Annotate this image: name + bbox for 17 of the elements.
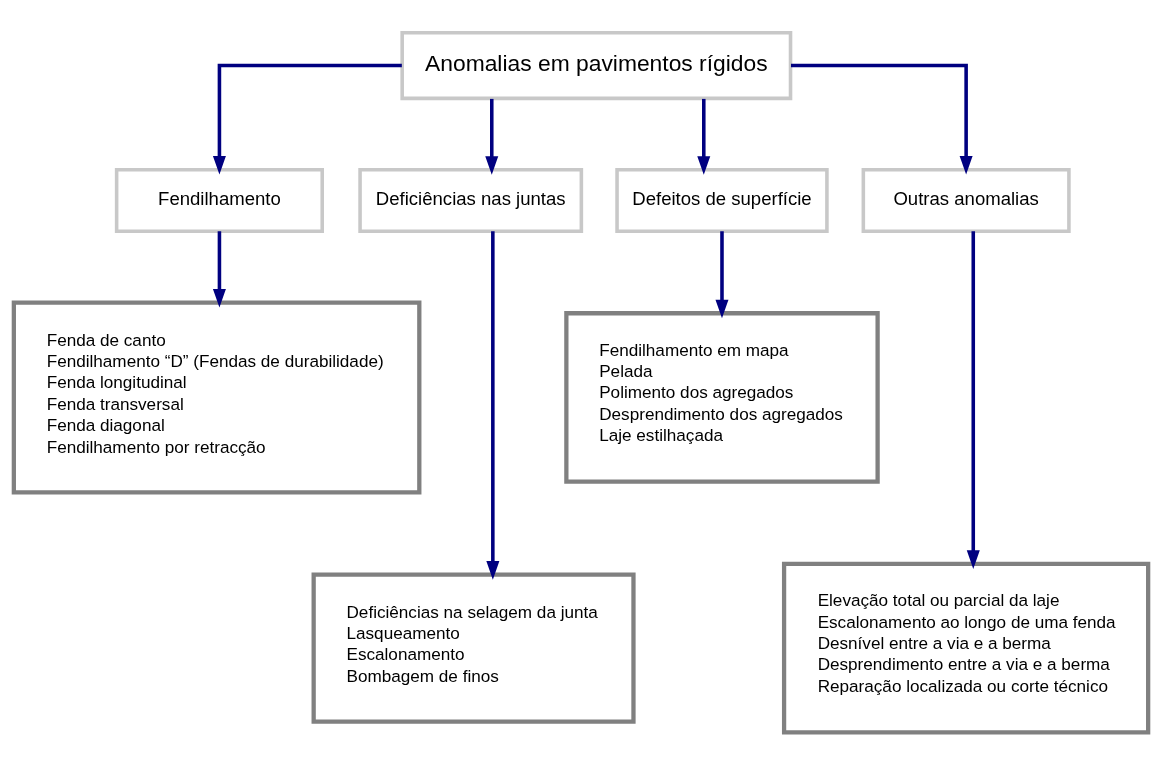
node-box: Fendilhamento em mapa Pelada Polimento dos agregados Desprendimento dos agregados Laje estilhaçada (564, 310, 880, 484)
node-box: Deficiências nas juntas (358, 167, 584, 233)
arrow (212, 63, 402, 175)
arrow (697, 98, 711, 175)
arrow (791, 63, 973, 175)
arrow (212, 230, 226, 308)
node-box: Deficiências na selagem da junta Lasqueamento Escalonamento Bombagem de finos (311, 571, 636, 724)
node-box: Defeitos de superfície (615, 167, 829, 233)
node-box: Fenda de canto Fendilhamento “D” (Fendas de durabilidade) Fenda longitudinal Fenda transversal Fenda diagonal Fendilhamento por retracção (11, 299, 422, 495)
node-box: Anomalias em pavimentos rígidos (400, 30, 793, 100)
node-box: Outras anomalias (861, 167, 1071, 233)
arrow (966, 230, 980, 569)
arrow (485, 98, 499, 175)
arrow (715, 230, 729, 318)
node-box: Elevação total ou parcial da laje Escalonamento ao longo de uma fenda Desnível entre a via e a berma Desprendimento entre a via e a berma Reparação localizada ou corte técnico (781, 561, 1151, 734)
node-box: Fendilhamento (114, 167, 324, 233)
arrow (486, 230, 500, 580)
